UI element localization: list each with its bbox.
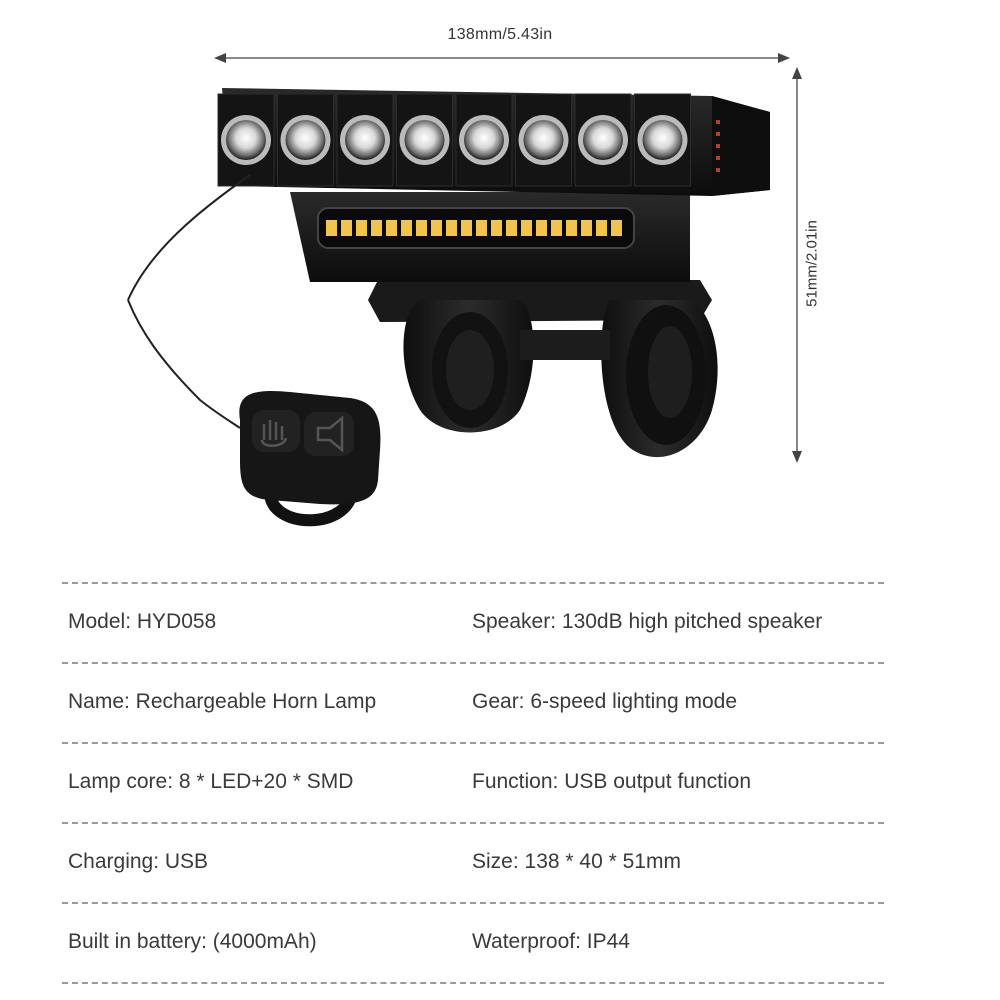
smd-chip xyxy=(326,220,337,236)
smd-chip xyxy=(401,220,412,236)
spec-row: Built in battery: (4000mAh) Waterproof: … xyxy=(62,902,884,984)
led-housing xyxy=(217,88,770,196)
smd-chip xyxy=(446,220,457,236)
led-lens xyxy=(277,93,334,187)
bike-horn-lamp-illustration xyxy=(127,88,770,527)
led-lens xyxy=(634,93,691,187)
smd-chip xyxy=(461,220,472,236)
led-lens xyxy=(515,93,572,187)
coiled-cable xyxy=(127,174,251,429)
spec-battery: Built in battery: (4000mAh) xyxy=(68,930,317,953)
remote-switch xyxy=(239,390,381,527)
smd-chip xyxy=(611,220,622,236)
handlebar-mount xyxy=(368,280,718,458)
width-dimension-label: 138mm/5.43in xyxy=(447,26,553,43)
smd-chip xyxy=(506,220,517,236)
smd-chip xyxy=(521,220,532,236)
spec-name: Name: Rechargeable Horn Lamp xyxy=(68,690,377,713)
smd-chip xyxy=(356,220,367,236)
spec-gear: Gear: 6-speed lighting mode xyxy=(472,690,737,713)
height-dimension-arrow xyxy=(792,67,802,463)
smd-chip xyxy=(566,220,577,236)
spec-lamp-core: Lamp core: 8 * LED+20 * SMD xyxy=(68,770,354,793)
spec-row: Charging: USB Size: 138 * 40 * 51mm xyxy=(62,822,884,902)
width-dimension-arrow xyxy=(214,53,790,63)
spec-row: Name: Rechargeable Horn Lamp Gear: 6-spe… xyxy=(62,662,884,742)
smd-chip xyxy=(416,220,427,236)
spec-waterproof: Waterproof: IP44 xyxy=(472,930,630,953)
led-lens xyxy=(396,93,453,187)
smd-light-panel xyxy=(290,192,690,282)
smd-chip xyxy=(491,220,502,236)
spec-model: Model: HYD058 xyxy=(68,610,217,633)
spec-row: Model: HYD058 Speaker: 130dB high pitche… xyxy=(62,582,884,662)
horn-button-icon xyxy=(304,412,354,456)
smd-chip xyxy=(581,220,592,236)
spec-function: Function: USB output function xyxy=(472,770,751,793)
spec-charging: Charging: USB xyxy=(68,850,209,873)
smd-chip xyxy=(536,220,547,236)
smd-chip xyxy=(386,220,397,236)
smd-chip xyxy=(431,220,442,236)
spec-size: Size: 138 * 40 * 51mm xyxy=(472,850,681,873)
smd-chip xyxy=(476,220,487,236)
spec-speaker: Speaker: 130dB high pitched speaker xyxy=(472,610,823,633)
led-lens xyxy=(217,93,275,187)
smd-chip xyxy=(341,220,352,236)
smd-chip xyxy=(596,220,607,236)
specification-table: Model: HYD058 Speaker: 130dB high pitche… xyxy=(62,582,884,984)
width-dimension: 138mm/5.43in xyxy=(0,0,1000,80)
spec-row: Lamp core: 8 * LED+20 * SMD Function: US… xyxy=(62,742,884,822)
led-lens xyxy=(574,93,632,187)
smd-chip xyxy=(551,220,562,236)
led-lens xyxy=(455,93,513,187)
led-lens xyxy=(336,93,394,187)
smd-chip xyxy=(371,220,382,236)
